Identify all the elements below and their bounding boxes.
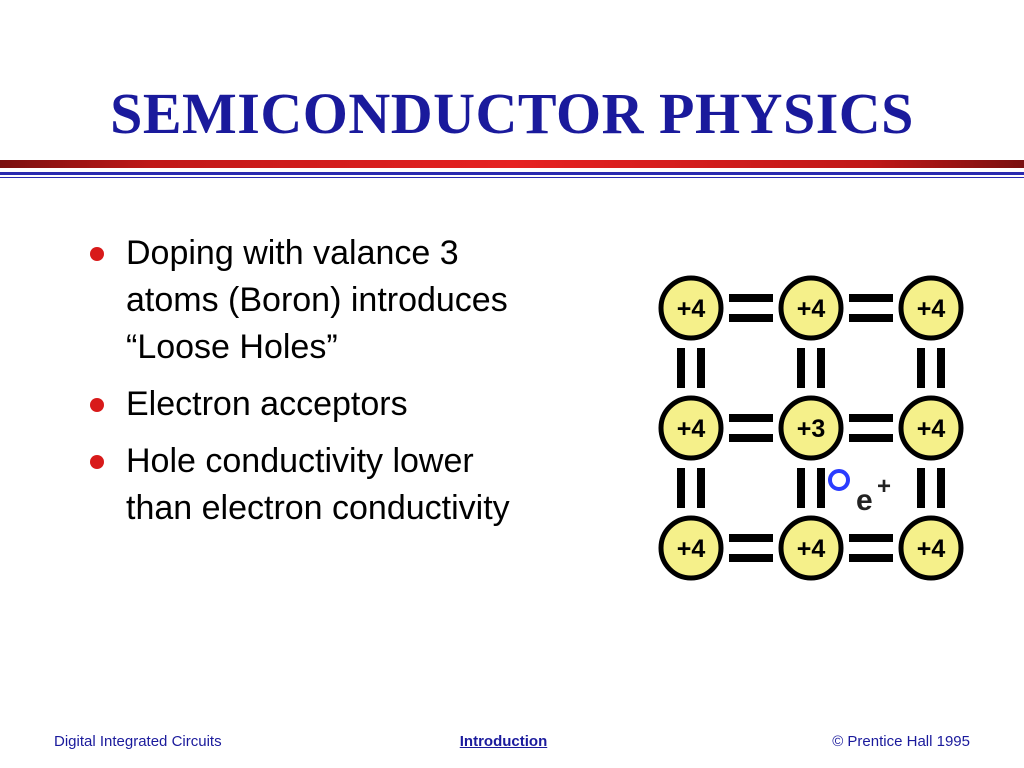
bond-vertical-line — [677, 468, 685, 508]
bond-vertical-line — [937, 348, 945, 388]
title-rule-blue — [0, 172, 1024, 175]
atom-circle — [658, 395, 724, 461]
bond-horizontal-line — [849, 554, 893, 562]
bond-vertical-line — [817, 348, 825, 388]
bond-horizontal-line — [729, 414, 773, 422]
atom-circle — [898, 275, 964, 341]
atom-circle — [778, 275, 844, 341]
atom-charge-label: +4 — [917, 535, 946, 563]
boron-doped-lattice-diagram: +4 +4 +4 +4 +3 +4 +4 +4 +4 e+ — [658, 275, 964, 581]
atom-charge-label: +4 — [677, 415, 706, 443]
bullet-list: Doping with valance 3 atoms (Boron) intr… — [88, 230, 548, 542]
bond-vertical-line — [697, 468, 705, 508]
atom-circle — [778, 515, 844, 581]
bond-horizontal-line — [729, 314, 773, 322]
atom-circle — [658, 275, 724, 341]
bond-horizontal-line — [849, 414, 893, 422]
bond-vertical-line — [697, 348, 705, 388]
bullet-item: Doping with valance 3 atoms (Boron) intr… — [88, 230, 548, 371]
atom-charge-label: +4 — [797, 535, 826, 563]
bullet-item: Electron acceptors — [88, 381, 548, 428]
bond-vertical-line — [797, 468, 805, 508]
atom-charge-label: +4 — [677, 295, 706, 323]
atom-charge-label: +3 — [797, 415, 826, 443]
atom-circle — [898, 515, 964, 581]
footer-copyright: © Prentice Hall 1995 — [832, 733, 970, 750]
bond-horizontal-line — [729, 434, 773, 442]
bullet-dot-icon — [90, 398, 104, 412]
bond-horizontal-line — [849, 434, 893, 442]
slide-title: SEMICONDUCTOR PHYSICS — [110, 81, 914, 146]
bond-vertical-line — [817, 468, 825, 508]
hole-charge-superscript: + — [877, 473, 891, 500]
bond-vertical-line — [937, 468, 945, 508]
bond-horizontal-line — [729, 534, 773, 542]
title-rule-blue-thin — [0, 177, 1024, 178]
bond-horizontal-line — [729, 294, 773, 302]
atom-circle — [778, 395, 844, 461]
atom-circle — [898, 395, 964, 461]
bond-vertical-line — [797, 348, 805, 388]
atom-circle — [658, 515, 724, 581]
title-rule-red — [0, 160, 1024, 168]
bond-horizontal-line — [849, 294, 893, 302]
bond-horizontal-line — [849, 534, 893, 542]
bond-horizontal-line — [729, 554, 773, 562]
bond-vertical-line — [917, 468, 925, 508]
bullet-dot-icon — [90, 455, 104, 469]
hole-label: e — [856, 484, 873, 517]
bond-horizontal-line — [849, 314, 893, 322]
atom-charge-label: +4 — [917, 295, 946, 323]
bullet-text: Doping with valance 3 atoms (Boron) intr… — [126, 234, 508, 366]
bond-vertical-line — [917, 348, 925, 388]
bullet-dot-icon — [90, 247, 104, 261]
bullet-item: Hole conductivity lower than electron co… — [88, 438, 548, 532]
atom-charge-label: +4 — [917, 415, 946, 443]
footer-section-link[interactable]: Introduction — [459, 733, 548, 750]
bullet-text: Hole conductivity lower than electron co… — [126, 442, 510, 527]
atom-charge-label: +4 — [677, 535, 706, 563]
bullet-text: Electron acceptors — [126, 385, 408, 423]
atom-charge-label: +4 — [797, 295, 826, 323]
footer-course: Digital Integrated Circuits — [54, 733, 222, 750]
bond-vertical-line — [677, 348, 685, 388]
hole-marker-icon — [828, 469, 850, 491]
